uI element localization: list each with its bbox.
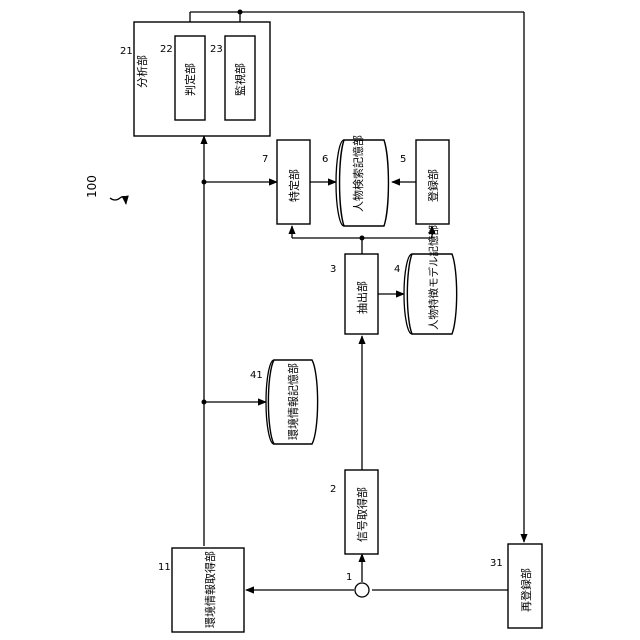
- sensor-ref: 1: [346, 572, 352, 583]
- figure-ref-pointer: [110, 197, 126, 204]
- signal-acquisition-ref: 2: [330, 484, 336, 495]
- junction-dot: [202, 400, 207, 405]
- junction-dot: [202, 180, 207, 185]
- registration-label: 登録部: [426, 169, 440, 202]
- re-registration-ref: 31: [490, 558, 503, 569]
- re-registration-label: 再登録部: [519, 568, 533, 612]
- analysis-ref: 21: [120, 46, 133, 57]
- figure-ref: 100: [85, 175, 99, 198]
- monitoring-ref: 23: [210, 44, 223, 55]
- person-search-db-ref: 6: [322, 154, 328, 165]
- signal-acquisition-block: 信号取得部 2: [330, 470, 378, 554]
- identification-ref: 7: [262, 154, 268, 165]
- person-feature-db-ref: 4: [394, 264, 400, 275]
- person-search-db-line1: 人物検索記憶部: [351, 135, 365, 212]
- re-registration-block: 再登録部 31: [490, 544, 542, 628]
- analysis-label: 分析部: [135, 55, 149, 88]
- person-search-db-label: 人物検索記憶部: [351, 135, 365, 212]
- person-feature-db-label: 人物特徴モデル記憶部: [427, 225, 440, 330]
- env-info-acquisition-ref: 11: [158, 562, 171, 573]
- person-search-db: 人物検索記憶部 6: [322, 135, 388, 226]
- person-feature-db-text: 人物特徴モデル記憶部: [427, 225, 440, 330]
- extraction-ref: 3: [330, 264, 336, 275]
- env-info-db-label: 環境情報記憶部: [286, 363, 300, 440]
- registration-ref: 5: [400, 154, 406, 165]
- extraction-block: 抽出部 3: [330, 254, 378, 334]
- person-feature-db: 人物特徴モデル記憶部 4: [394, 225, 457, 334]
- signal-acquisition-label: 信号取得部: [355, 487, 369, 542]
- identification-label: 特定部: [287, 169, 301, 202]
- env-info-db-ref: 41: [250, 370, 263, 381]
- extraction-label: 抽出部: [355, 281, 369, 314]
- junction-dot: [360, 236, 365, 241]
- env-info-acquisition-block: 環境情報取得部 11: [158, 548, 244, 632]
- monitoring-label: 監視部: [233, 63, 247, 96]
- judgment-label: 判定部: [183, 63, 197, 96]
- sensor: 1: [346, 572, 369, 597]
- env-info-acquisition-label: 環境情報取得部: [203, 551, 217, 628]
- judgment-ref: 22: [160, 44, 173, 55]
